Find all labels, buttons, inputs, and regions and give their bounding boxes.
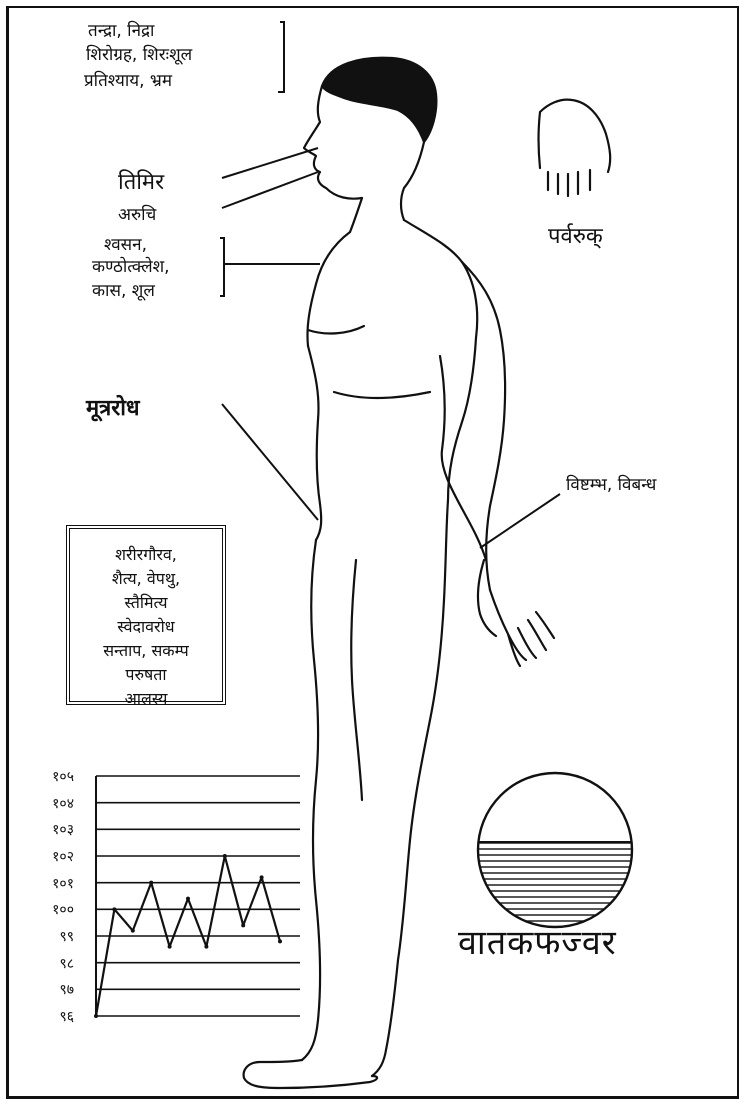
chart-y-tick-label: ९८ [30,954,74,973]
symptom-line: सन्ताप, सकम्प [70,639,222,663]
head-label-3: प्रतिश्याय, भ्रम [84,70,172,92]
symptom-line: शरीरगौरव, [70,543,222,567]
diagram-title: वातकफज्वर [458,932,617,954]
chart-y-tick-label: १०३ [30,820,74,839]
symptom-line: स्तैमित्य [70,591,222,615]
chart-point [112,907,116,911]
chart-point [94,1014,98,1018]
chart-y-tick-label: १०० [30,900,74,919]
chart-y-tick-label: ९९ [30,927,74,946]
chart-y-tick-label: १०५ [30,767,74,786]
label-vishtambh: विष्टम्भ, विबन्ध [566,474,656,496]
chart-point [223,854,227,858]
chart-y-tick-label: १०४ [30,794,74,813]
chart-point [204,945,208,949]
head-label-1: तन्द्रा, निद्रा [88,20,154,42]
chart-y-tick-label: ९७ [30,980,74,999]
eye-label-timir: तिमिर [118,172,164,194]
chart-y-tick-label: ९६ [30,1007,74,1026]
chart-point [241,923,245,927]
chest-label-3: कास, शूल [92,280,155,302]
chart-point [131,929,135,933]
chest-label-1: श्वसन, [104,234,147,256]
symptom-line: शैत्य, वेपथु, [70,567,222,591]
chest-label-2: कण्ठोत्क्लेश, [92,256,170,278]
chart-point [149,881,153,885]
chart-point [260,875,264,879]
chart-y-tick-label: १०१ [30,874,74,893]
chart-y-tick-label: १०२ [30,847,74,866]
symptom-box: शरीरगौरव, शैत्य, वेपथु, स्तैमित्य स्वेदा… [66,525,226,705]
fever-circle [476,773,636,932]
mouth-label-aruchi: अरुचि [118,204,156,226]
symptom-line: परुषता [70,663,222,687]
symptom-line: आलस्य [70,687,222,711]
symptom-line: स्वेदावरोध [70,615,222,639]
chart-point [278,939,282,943]
head-label-2: शिरोग्रह, शिरःशूल [86,44,192,66]
chart-point [168,945,172,949]
chart-point [186,897,190,901]
temperature-chart [94,776,300,1018]
label-mutrarodh: मूत्ररोध [86,398,140,420]
label-parvaruk: पर्वरुक् [548,226,603,248]
